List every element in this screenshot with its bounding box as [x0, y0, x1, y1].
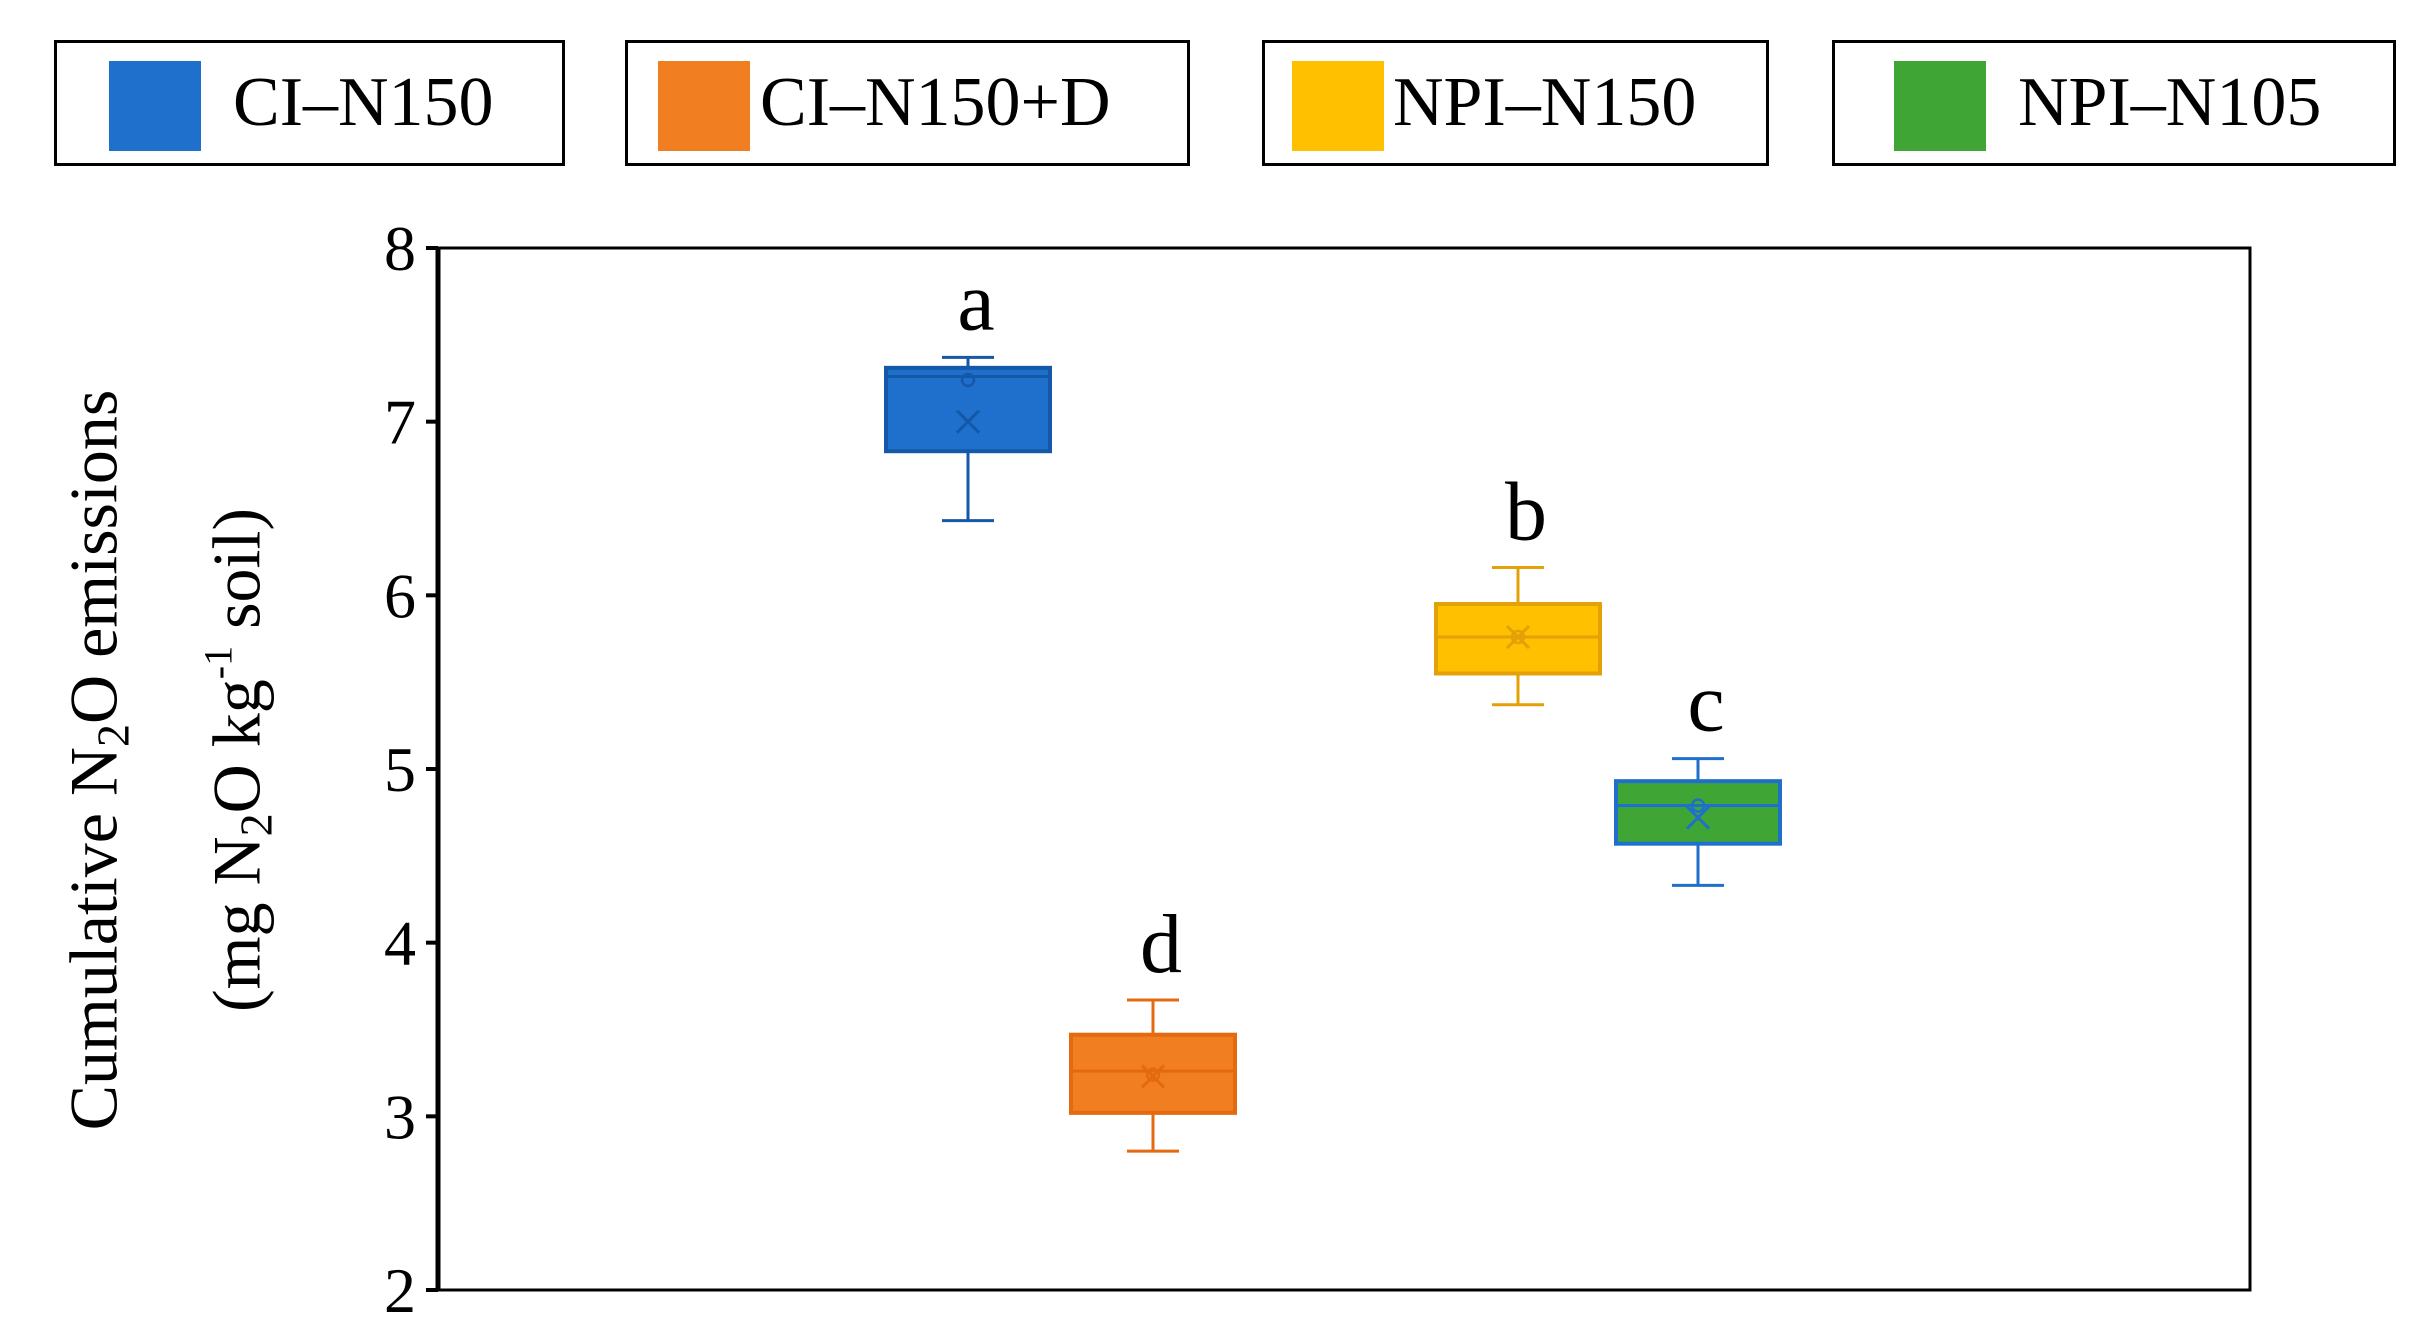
legend-label-ci-n150: CI–N150 [233, 64, 494, 141]
legend-swatch-ci-n150-d [658, 61, 750, 151]
legend-item-ci-n150: CI–N150 [54, 40, 565, 166]
significance-letter: a [957, 255, 994, 348]
data-point-marker [1145, 1067, 1161, 1082]
y-tick-label: 8 [384, 213, 416, 284]
box-iqr [1614, 779, 1782, 846]
y-tick-label: 3 [384, 1081, 416, 1152]
box-series: c [1614, 657, 1782, 887]
box-series-group: a d b c [884, 255, 1782, 1153]
y-tick-label: 2 [384, 1255, 416, 1326]
box-iqr [884, 365, 1052, 454]
legend-item-npi-n105: NPI–N105 [1832, 40, 2396, 166]
y-axis-label: Cumulative N2O emissions (mg N2O kg-1 so… [42, 390, 309, 1131]
y-axis-ticks: 2 3 4 5 6 7 8 [384, 213, 438, 1326]
legend-swatch-ci-n150 [109, 61, 201, 151]
significance-letter: b [1505, 466, 1547, 559]
legend-label-npi-n105: NPI–N105 [2018, 64, 2322, 141]
box-series: a [884, 255, 1052, 523]
data-point-marker [1690, 798, 1706, 813]
mean-marker [955, 409, 981, 434]
legend-item-npi-n150: NPI–N150 [1262, 40, 1769, 166]
significance-letter: d [1140, 898, 1182, 991]
mean-marker [1685, 805, 1711, 830]
legend-label-npi-n150: NPI–N150 [1393, 64, 1697, 141]
legend: CI–N150 CI–N150+D NPI–N150 NPI–N105 [0, 0, 2411, 180]
legend-swatch-npi-n105 [1894, 61, 1986, 151]
mean-marker [1140, 1064, 1166, 1089]
box-series: b [1434, 466, 1602, 707]
y-axis-label-line2: (mg N2O kg-1 soil) [195, 508, 282, 1013]
data-point-marker [960, 372, 976, 388]
y-tick-label: 6 [384, 560, 416, 631]
legend-label-ci-n150-d: CI–N150+D [760, 64, 1111, 141]
y-tick-label: 4 [384, 908, 416, 979]
box-series: d [1069, 898, 1237, 1153]
y-tick-label: 7 [384, 387, 416, 458]
legend-item-ci-n150-d: CI–N150+D [625, 40, 1190, 166]
mean-marker [1505, 624, 1531, 650]
legend-swatch-npi-n150 [1292, 61, 1384, 151]
plot-area [436, 246, 2252, 1292]
y-tick-label: 5 [384, 734, 416, 805]
data-point-marker [1510, 629, 1526, 645]
y-axis-label-line1: Cumulative N2O emissions [55, 389, 139, 1131]
box-iqr [1069, 1032, 1237, 1115]
significance-letter: c [1687, 657, 1724, 750]
